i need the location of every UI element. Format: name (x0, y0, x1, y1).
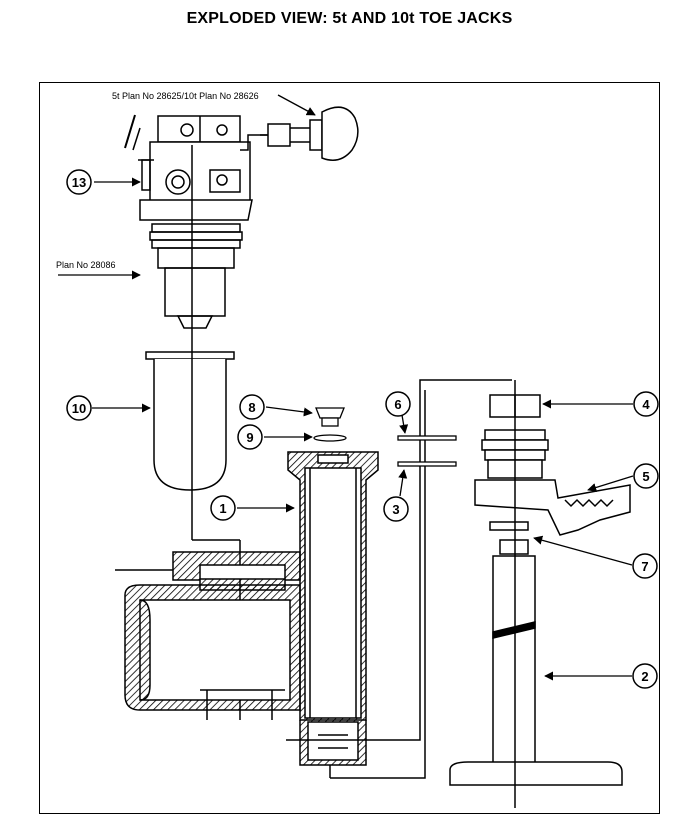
callout-circle-3 (383, 496, 409, 522)
base-housing (115, 551, 301, 720)
callout-label-6: 6 (394, 397, 401, 412)
callout-label-8: 8 (248, 400, 255, 415)
callout-label-13: 13 (72, 175, 86, 190)
callout-circle-9 (237, 424, 263, 450)
callout-label-9: 9 (246, 430, 253, 445)
plan-ref-left: Plan No 28086 (56, 260, 116, 270)
reservoir-part-10 (145, 351, 235, 491)
callout-circle-13 (66, 169, 92, 195)
callout-circle-6 (385, 391, 411, 417)
callout-circle-5 (633, 463, 659, 489)
cylinder-part-1 (287, 451, 379, 778)
callout-label-3: 3 (392, 502, 399, 517)
pump-head-assembly (124, 106, 359, 329)
lifting-ram-assembly (449, 394, 631, 786)
drawing-frame (39, 82, 660, 814)
callout-label-5: 5 (642, 469, 649, 484)
callout-label-4: 4 (642, 397, 650, 412)
plan-ref-top: 5t Plan No 28625/10t Plan No 28626 (112, 91, 259, 101)
callout-circle-1 (210, 495, 236, 521)
hydraulic-lines (286, 379, 512, 779)
callout-circle-10 (66, 395, 92, 421)
callout-circle-2 (632, 663, 658, 689)
seals-and-washers (313, 407, 457, 467)
callout-label-1: 1 (219, 501, 226, 516)
callout-label-2: 2 (641, 669, 648, 684)
leader-arrows (58, 94, 634, 681)
callout-circle-4 (633, 391, 659, 417)
callout-label-7: 7 (641, 559, 648, 574)
callout-label-10: 10 (72, 401, 86, 416)
page-title: EXPLODED VIEW: 5t AND 10t TOE JACKS (186, 10, 513, 27)
callout-circle-8 (239, 394, 265, 420)
callout-circle-7 (632, 553, 658, 579)
